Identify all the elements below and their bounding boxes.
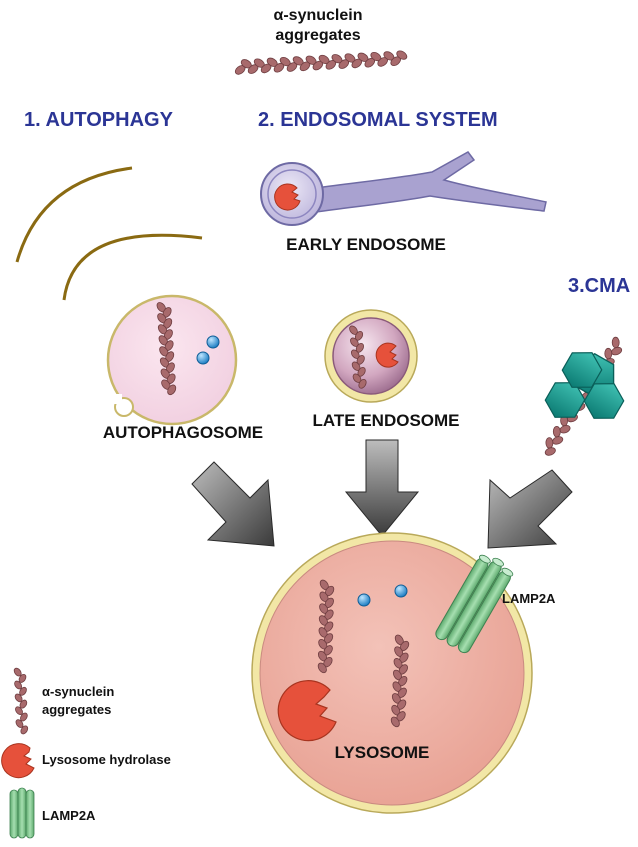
legend-hydrolase-label: Lysosome hydrolase — [42, 752, 171, 767]
autophagosome-vesicle-2 — [196, 351, 210, 365]
fibril-bead — [545, 437, 554, 449]
early-endosome — [260, 151, 547, 226]
label-lamp2a: LAMP2A — [502, 591, 556, 606]
fibril-bead — [611, 336, 620, 349]
fibril-bead — [552, 436, 564, 445]
legend-synuclein-line1: α-synuclein — [42, 684, 114, 699]
fibril-bead — [13, 667, 22, 677]
fibril-bead — [167, 384, 177, 396]
fibril-bead — [20, 712, 28, 722]
phagophore-outer-arc — [15, 166, 133, 263]
legend-lamp2a-label: LAMP2A — [42, 808, 96, 823]
fibril-bead — [19, 686, 27, 696]
fibril-bead — [552, 426, 561, 438]
lysosome-hydrolase — [277, 680, 337, 742]
label-early-endosome: EARLY ENDOSOME — [286, 235, 446, 254]
fibril-bead — [317, 662, 327, 674]
label-autophagosome: AUTOPHAGOSOME — [103, 423, 263, 442]
arrow-autophagosome-to-lysosome — [191, 461, 275, 547]
heading-autophagy: 1. AUTOPHAGY — [24, 109, 174, 131]
autophagosome-synuclein-fibril — [156, 302, 177, 396]
lysosome — [251, 532, 533, 814]
early-endosome-tubule — [315, 151, 547, 213]
arrow-late-endosome-to-lysosome — [344, 439, 420, 537]
fibril-bead — [18, 673, 27, 683]
label-late-endosome: LATE ENDOSOME — [312, 411, 459, 430]
lysosome-vesicle-1 — [357, 593, 371, 607]
heading-cma: 3.CMA — [568, 275, 630, 297]
phagophore-inner-arc — [62, 233, 203, 301]
fibril-bead — [611, 346, 623, 356]
late-endosome-lumen — [332, 317, 410, 395]
autophagosome-membrane — [106, 294, 238, 426]
cma-complex — [544, 336, 625, 456]
autophagosome — [106, 294, 238, 426]
fibril-bead — [14, 693, 23, 703]
arrow-cma-to-lysosome — [487, 469, 573, 549]
autophagosome-vesicle-1 — [206, 335, 220, 349]
lysosome-vesicle-2 — [394, 584, 408, 598]
legend-lamp2a-icon — [9, 787, 35, 839]
fibril-bead — [15, 719, 24, 728]
top-synuclein-fibril — [234, 50, 408, 75]
lysosome-synuclein-fibril-1 — [317, 579, 335, 674]
hsc70-hexagon-4 — [561, 352, 603, 388]
fibril-bead — [20, 725, 29, 735]
fibril-bead — [19, 699, 28, 709]
legend: α-synuclein aggregates Lysosome hydrolas… — [1, 667, 171, 839]
lysosome-synuclein-fibril-2 — [390, 634, 410, 728]
fibril-bead — [559, 425, 571, 434]
fibril-bead — [358, 378, 367, 389]
top-aggregate-label-line1: α-synuclein — [274, 7, 363, 24]
heading-endosomal-system: 2. ENDOSOMAL SYSTEM — [258, 109, 498, 131]
fibril-bead — [390, 716, 400, 728]
fibril-bead — [15, 706, 23, 716]
fibril-bead — [14, 680, 23, 690]
legend-synuclein-line2: aggregates — [42, 702, 111, 717]
late-endosome-synuclein-fibril — [349, 325, 367, 389]
fibril-bead — [604, 347, 613, 360]
top-aggregate-label-line2: aggregates — [275, 27, 360, 44]
late-endosome-hydrolase — [375, 342, 399, 368]
fibril-bead — [396, 50, 408, 60]
lysosome-lamp2a-channel — [435, 554, 514, 654]
fibril-bead — [544, 447, 556, 456]
early-endosome-hydrolase — [274, 183, 301, 211]
late-endosome — [324, 309, 418, 403]
legend-hydrolase-icon — [1, 743, 35, 779]
label-lysosome: LYSOSOME — [335, 743, 430, 762]
legend-synuclein-icon — [13, 667, 29, 735]
